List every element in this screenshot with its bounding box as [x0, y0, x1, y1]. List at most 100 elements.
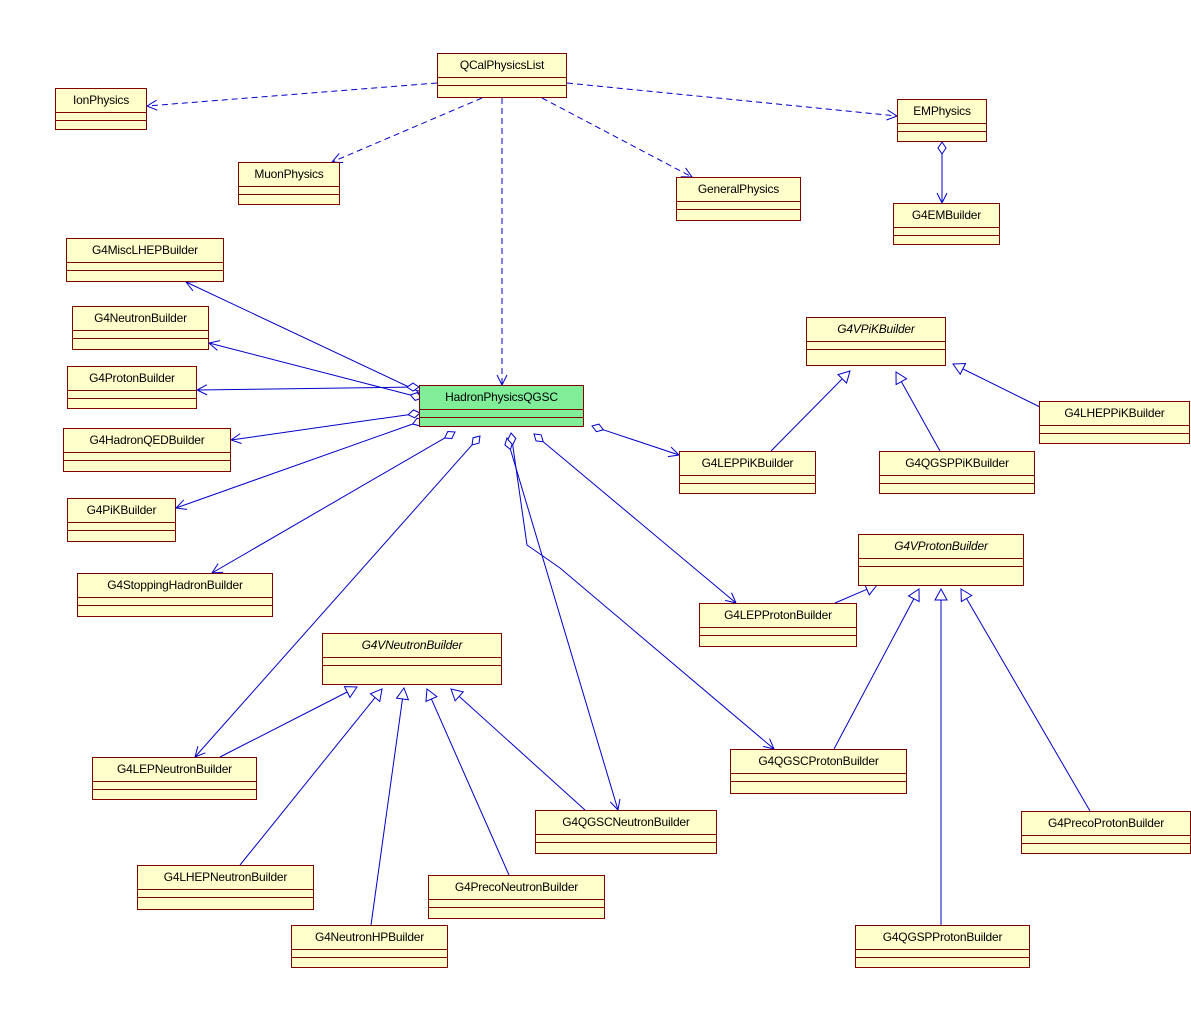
class-qgscproton[interactable]: G4QGSCProtonBuilder — [730, 749, 907, 794]
attributes-compartment — [438, 77, 566, 85]
relation-qcal-general — [541, 97, 693, 178]
generalization-arrowhead — [952, 362, 967, 376]
aggregation-line — [208, 342, 411, 396]
aggregation-line — [196, 386, 408, 391]
aggregation-diamond — [533, 433, 544, 443]
arrowhead — [195, 384, 208, 396]
class-name: EMPhysics — [913, 104, 971, 118]
relation-neutronhp-vneutron — [370, 686, 410, 926]
dependency-line — [541, 97, 693, 178]
attributes-compartment — [859, 558, 1023, 566]
attributes-compartment — [67, 262, 223, 270]
class-neutron[interactable]: G4NeutronBuilder — [72, 306, 209, 350]
class-misc[interactable]: G4MiscLHEPBuilder — [66, 238, 224, 282]
generalization-arrowhead — [907, 588, 920, 603]
operations-compartment — [677, 209, 800, 210]
class-qgsppik[interactable]: G4QGSPPiKBuilder — [879, 451, 1035, 494]
aggregation-diamond — [507, 432, 517, 446]
class-em[interactable]: EMPhysics — [897, 99, 987, 142]
class-name: G4StoppingHadronBuilder — [107, 578, 243, 592]
attributes-compartment — [68, 522, 175, 530]
generalization-line — [458, 696, 586, 811]
class-preconeutron[interactable]: G4PrecoNeutronBuilder — [428, 875, 605, 919]
relation-lheppik-vpik — [952, 362, 1041, 408]
generalization-arrowhead — [837, 370, 851, 384]
class-vpik[interactable]: G4VPiKBuilder — [806, 317, 946, 366]
attributes-compartment — [68, 390, 196, 398]
generalization-line — [833, 598, 915, 750]
attributes-compartment — [731, 773, 906, 781]
operations-compartment — [1040, 433, 1189, 434]
operations-compartment — [880, 483, 1034, 484]
relation-qcal-muon — [330, 97, 483, 164]
arrowhead — [680, 167, 693, 178]
attributes-compartment — [536, 834, 716, 842]
class-lepneutron[interactable]: G4LEPNeutronBuilder — [92, 757, 257, 800]
attributes-compartment — [880, 475, 1034, 483]
class-hadron[interactable]: HadronPhysicsQGSC — [419, 385, 584, 427]
class-neutronhp[interactable]: G4NeutronHPBuilder — [291, 925, 448, 968]
class-name: G4LEPPiKBuilder — [701, 456, 794, 470]
class-vneutron[interactable]: G4VNeutronBuilder — [322, 633, 502, 685]
attributes-compartment — [1022, 835, 1190, 843]
operations-compartment — [700, 635, 856, 636]
aggregation-line — [603, 429, 680, 456]
class-vproton[interactable]: G4VProtonBuilder — [858, 534, 1024, 586]
generalization-arrowhead — [425, 688, 438, 703]
aggregation-diamond — [591, 423, 605, 433]
operations-compartment — [894, 235, 999, 236]
generalization-line — [770, 378, 843, 452]
class-ion[interactable]: IonPhysics — [55, 88, 147, 130]
class-leppik[interactable]: G4LEPPiKBuilder — [679, 451, 816, 494]
operations-compartment — [68, 398, 196, 399]
relation-preconeutron-vneutron — [425, 688, 510, 876]
generalization-line — [219, 691, 348, 758]
class-name: G4LEPProtonBuilder — [724, 608, 832, 622]
arrowhead — [145, 99, 158, 111]
class-precoproton[interactable]: G4PrecoProtonBuilder — [1021, 811, 1191, 854]
attributes-compartment — [138, 889, 313, 897]
class-g4em[interactable]: G4EMBuilder — [893, 203, 1000, 245]
relation-lhepneutron-vneutron — [239, 688, 383, 866]
generalization-arrowhead — [450, 688, 465, 702]
class-name: G4QGSPProtonBuilder — [882, 930, 1003, 944]
class-name: QCalPhysicsList — [459, 58, 545, 72]
class-name: MuonPhysics — [254, 167, 324, 181]
class-general[interactable]: GeneralPhysics — [676, 177, 801, 221]
class-muon[interactable]: MuonPhysics — [238, 162, 340, 205]
class-pik[interactable]: G4PiKBuilder — [67, 498, 176, 542]
relation-hadron-neutron — [207, 340, 423, 401]
class-name: G4LEPNeutronBuilder — [117, 762, 232, 776]
generalization-line — [900, 381, 941, 452]
class-lepproton[interactable]: G4LEPProtonBuilder — [699, 603, 857, 647]
aggregation-diamond — [443, 431, 456, 439]
class-lheppik[interactable]: G4LHEPPiKBuilder — [1039, 401, 1190, 444]
class-lhepneutron[interactable]: G4LHEPNeutronBuilder — [137, 865, 314, 910]
class-name: G4NeutronBuilder — [94, 311, 187, 325]
attributes-compartment — [64, 452, 230, 460]
generalization-line — [962, 368, 1041, 408]
relation-qgsppik-vpik — [895, 371, 941, 452]
relation-leppik-vpik — [770, 370, 851, 452]
operations-compartment — [680, 483, 815, 484]
aggregation-diamond — [937, 141, 947, 155]
attributes-compartment — [292, 949, 447, 957]
operations-compartment — [536, 842, 716, 843]
class-stop[interactable]: G4StoppingHadronBuilder — [77, 573, 273, 617]
class-qgspproton[interactable]: G4QGSPProtonBuilder — [855, 925, 1030, 968]
class-hqed[interactable]: G4HadronQEDBuilder — [63, 428, 231, 472]
generalization-arrowhead — [343, 686, 358, 699]
operations-compartment — [859, 566, 1023, 567]
relation-qcal-em — [566, 82, 899, 121]
class-qgscneutron[interactable]: G4QGSCNeutronBuilder — [535, 810, 717, 854]
class-qcal[interactable]: QCalPhysicsList — [437, 53, 567, 98]
attributes-compartment — [239, 186, 339, 194]
class-proton[interactable]: G4ProtonBuilder — [67, 366, 197, 409]
class-name: G4NeutronHPBuilder — [314, 930, 425, 944]
generalization-line — [370, 698, 403, 926]
operations-compartment — [429, 907, 604, 908]
operations-compartment — [93, 789, 256, 790]
operations-compartment — [807, 349, 945, 350]
operations-compartment — [138, 897, 313, 898]
generalization-line — [834, 588, 868, 604]
